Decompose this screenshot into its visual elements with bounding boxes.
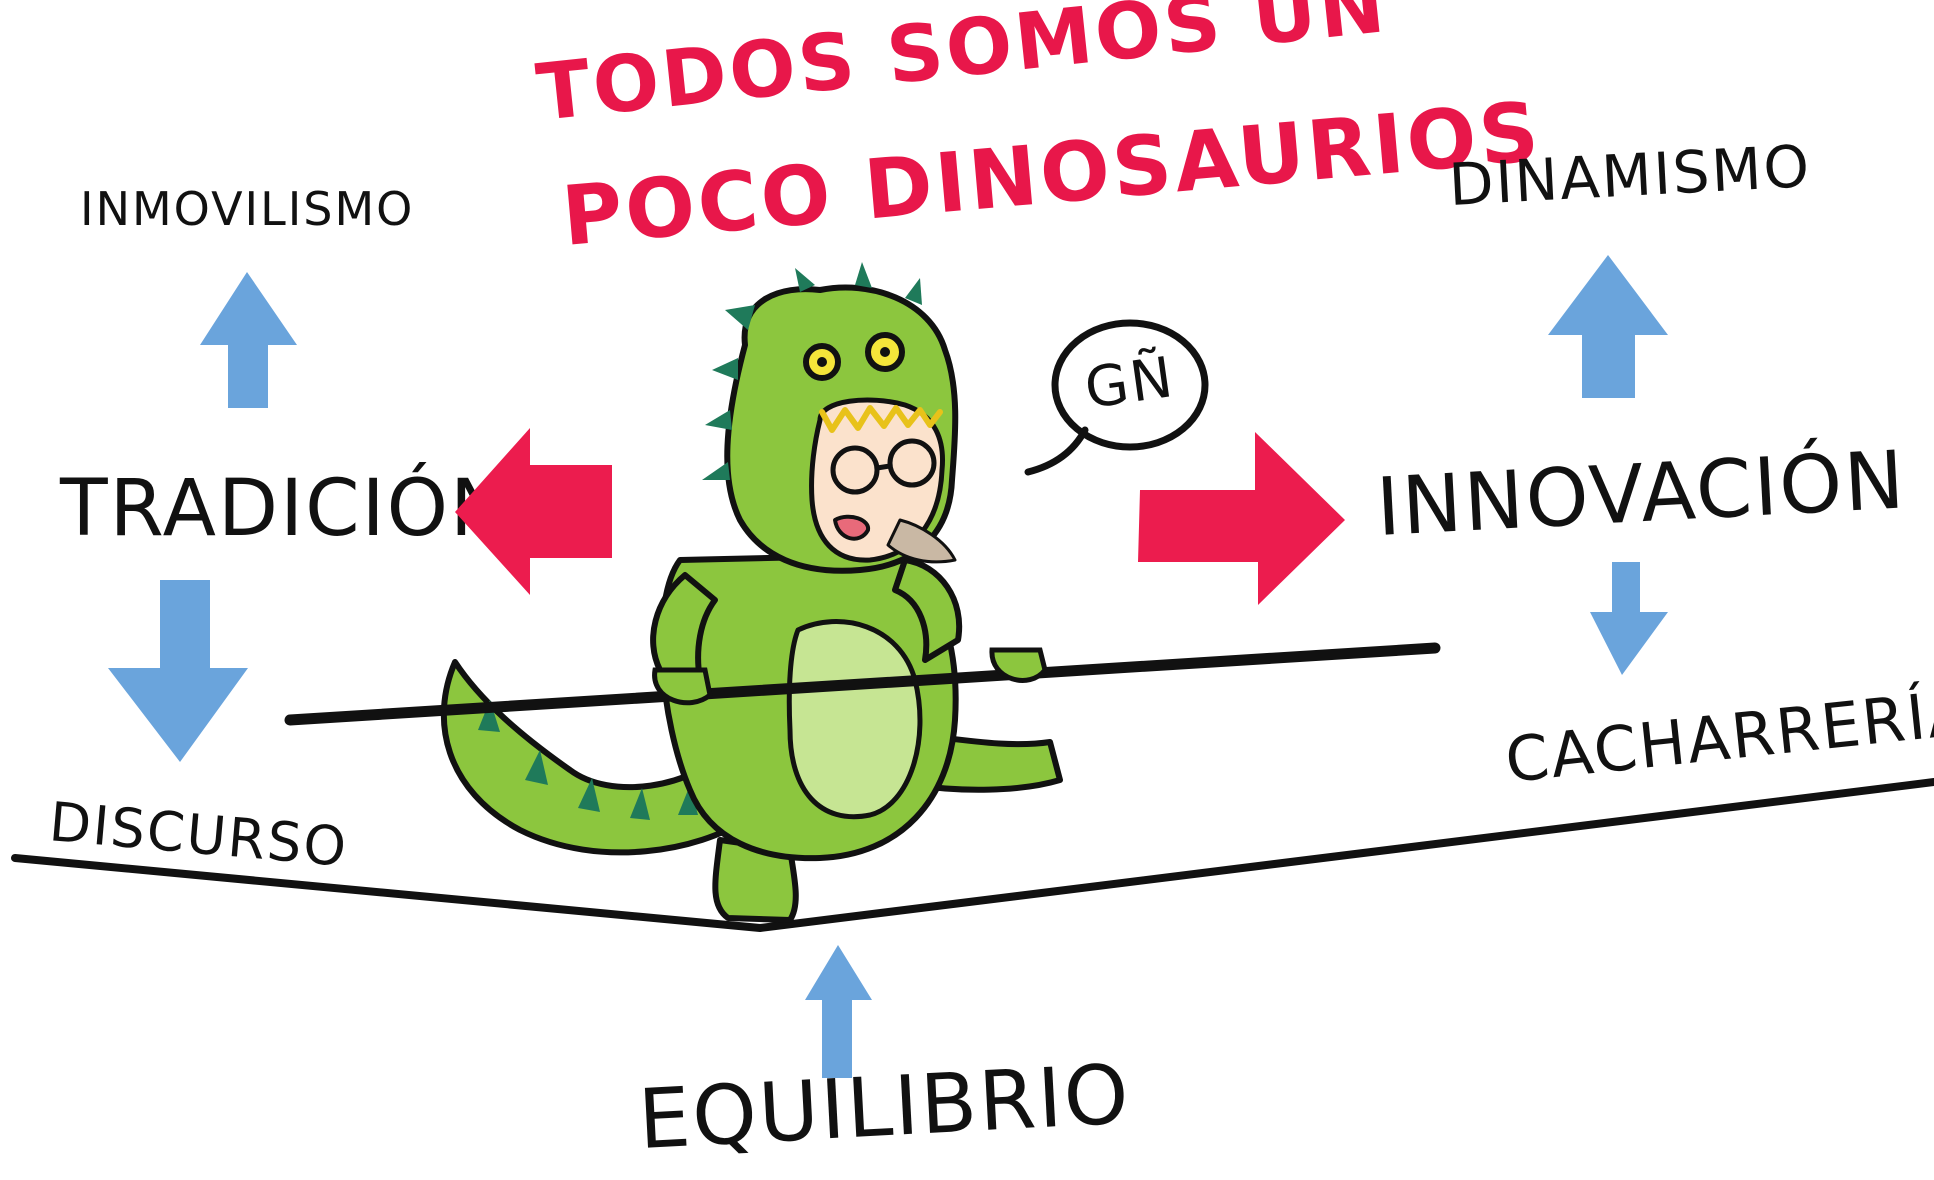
dino-tongue — [833, 514, 871, 541]
cacharreria-label: CACHARRERÍA — [1502, 675, 1934, 797]
hood-spikes — [702, 262, 922, 480]
arrow-left-icon — [455, 428, 612, 595]
arrow-up-icon — [805, 945, 872, 1078]
speech-bubble: GÑ — [1024, 319, 1209, 476]
arrow-up-icon — [200, 272, 297, 408]
arrow-up-icon — [1548, 255, 1668, 398]
arrow-down-icon — [1590, 562, 1668, 675]
glasses-icon — [830, 438, 937, 495]
balance-pole — [284, 642, 1441, 726]
tradicion-label: TRADICIÓN — [59, 462, 510, 554]
innovacion-label: INNOVACIÓN — [1374, 432, 1908, 554]
equilibrio-label: EQUILIBRIO — [636, 1047, 1133, 1168]
tail-spikes — [478, 700, 698, 820]
ground-line — [11, 778, 1934, 932]
arrow-right-icon — [1138, 432, 1345, 605]
dino-hands — [652, 647, 1048, 706]
arrow-down-icon — [108, 580, 248, 762]
bottom: EQUILIBRIO — [636, 945, 1133, 1168]
inmovilismo-label: INMOVILISMO — [80, 182, 414, 236]
speech-bubble-text: GÑ — [1081, 345, 1178, 422]
dino-arm-right — [892, 557, 963, 663]
dino-belly — [786, 619, 923, 820]
dino-beard — [886, 518, 957, 564]
right-side: DINAMISMO INNOVACIÓN CACHARRERÍA — [1138, 132, 1934, 797]
dinosaur-character — [440, 262, 1063, 923]
dino-eyes — [803, 332, 905, 381]
dino-leg-back — [712, 837, 799, 923]
title: TODOS SOMOS UN POCO DINOSAURIOS — [533, 0, 1546, 265]
dino-teeth — [819, 405, 943, 433]
